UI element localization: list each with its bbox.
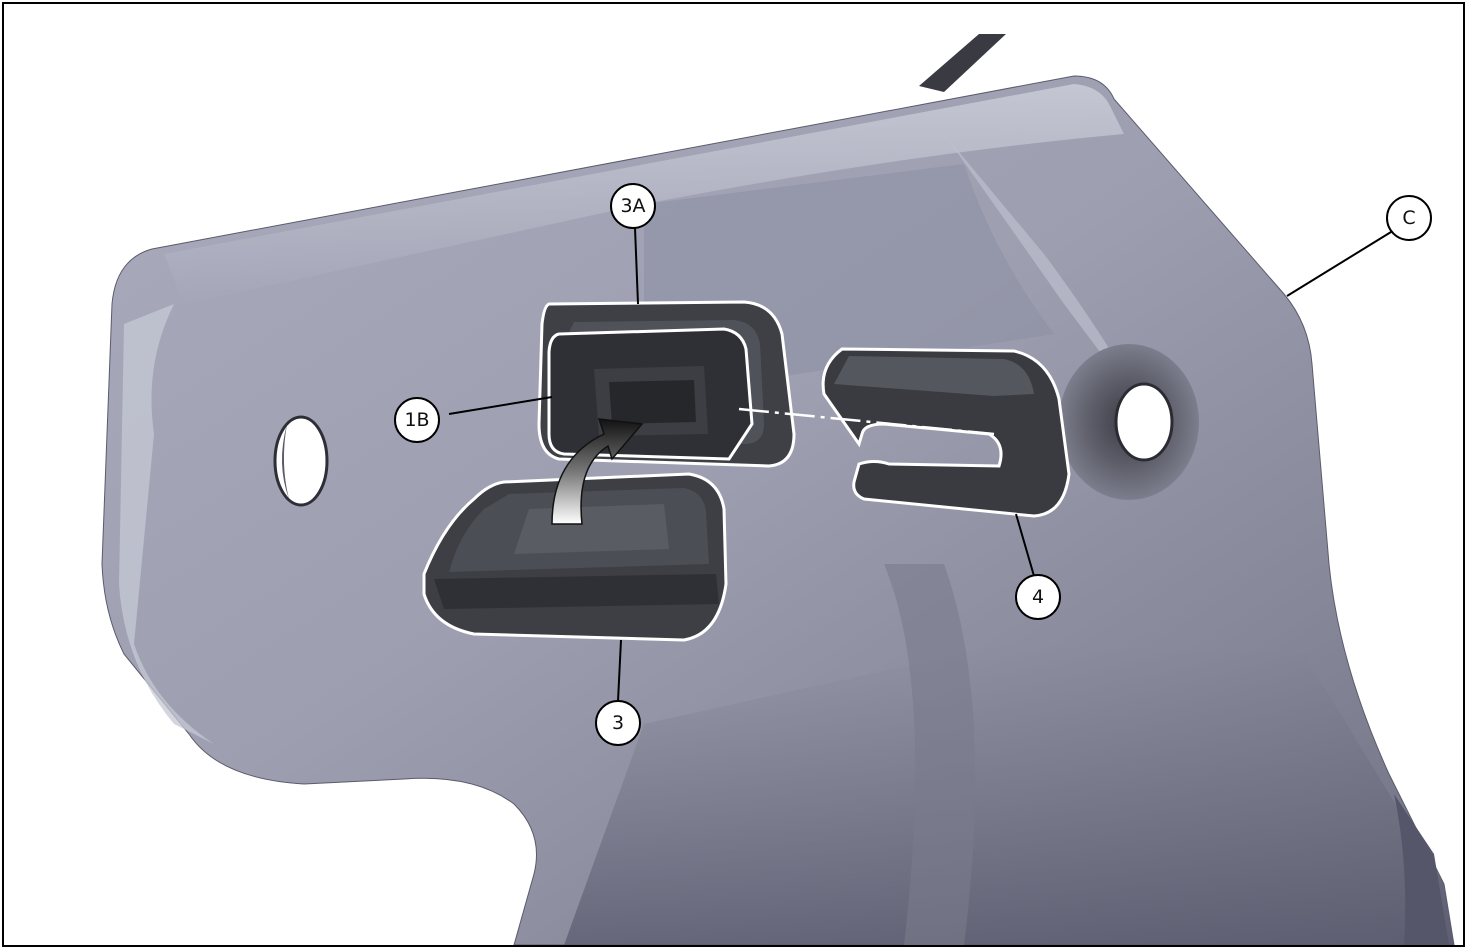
mounting-boss-right <box>1059 344 1199 500</box>
leader-lines <box>448 227 1392 702</box>
part-1b-connector <box>547 327 754 461</box>
leader-3a <box>634 227 639 305</box>
callout-c: C <box>1386 195 1432 241</box>
bracket-c <box>101 75 1455 945</box>
assembly-illustration: 3A C 1B 4 3 <box>101 34 1455 945</box>
callout-4: 4 <box>1015 574 1061 620</box>
callout-3a: 3A <box>610 183 656 229</box>
leader-c <box>1286 231 1392 297</box>
part-3-cover <box>422 472 728 642</box>
part-4-clip <box>821 347 1071 518</box>
callout-1b: 1B <box>394 397 440 443</box>
callout-4-label: 4 <box>1032 586 1044 608</box>
mounting-hole-left <box>273 415 329 507</box>
callout-3a-label: 3A <box>620 195 645 217</box>
leader-3 <box>617 639 622 702</box>
cable <box>919 34 1006 92</box>
rotation-arrow <box>551 418 644 525</box>
callout-3: 3 <box>595 700 641 746</box>
callout-c-label: C <box>1402 207 1415 229</box>
alignment-line <box>738 407 995 436</box>
callout-3-label: 3 <box>612 712 624 734</box>
callout-1b-label: 1B <box>404 409 429 431</box>
leader-4 <box>1015 513 1035 577</box>
leader-1b <box>448 396 553 415</box>
